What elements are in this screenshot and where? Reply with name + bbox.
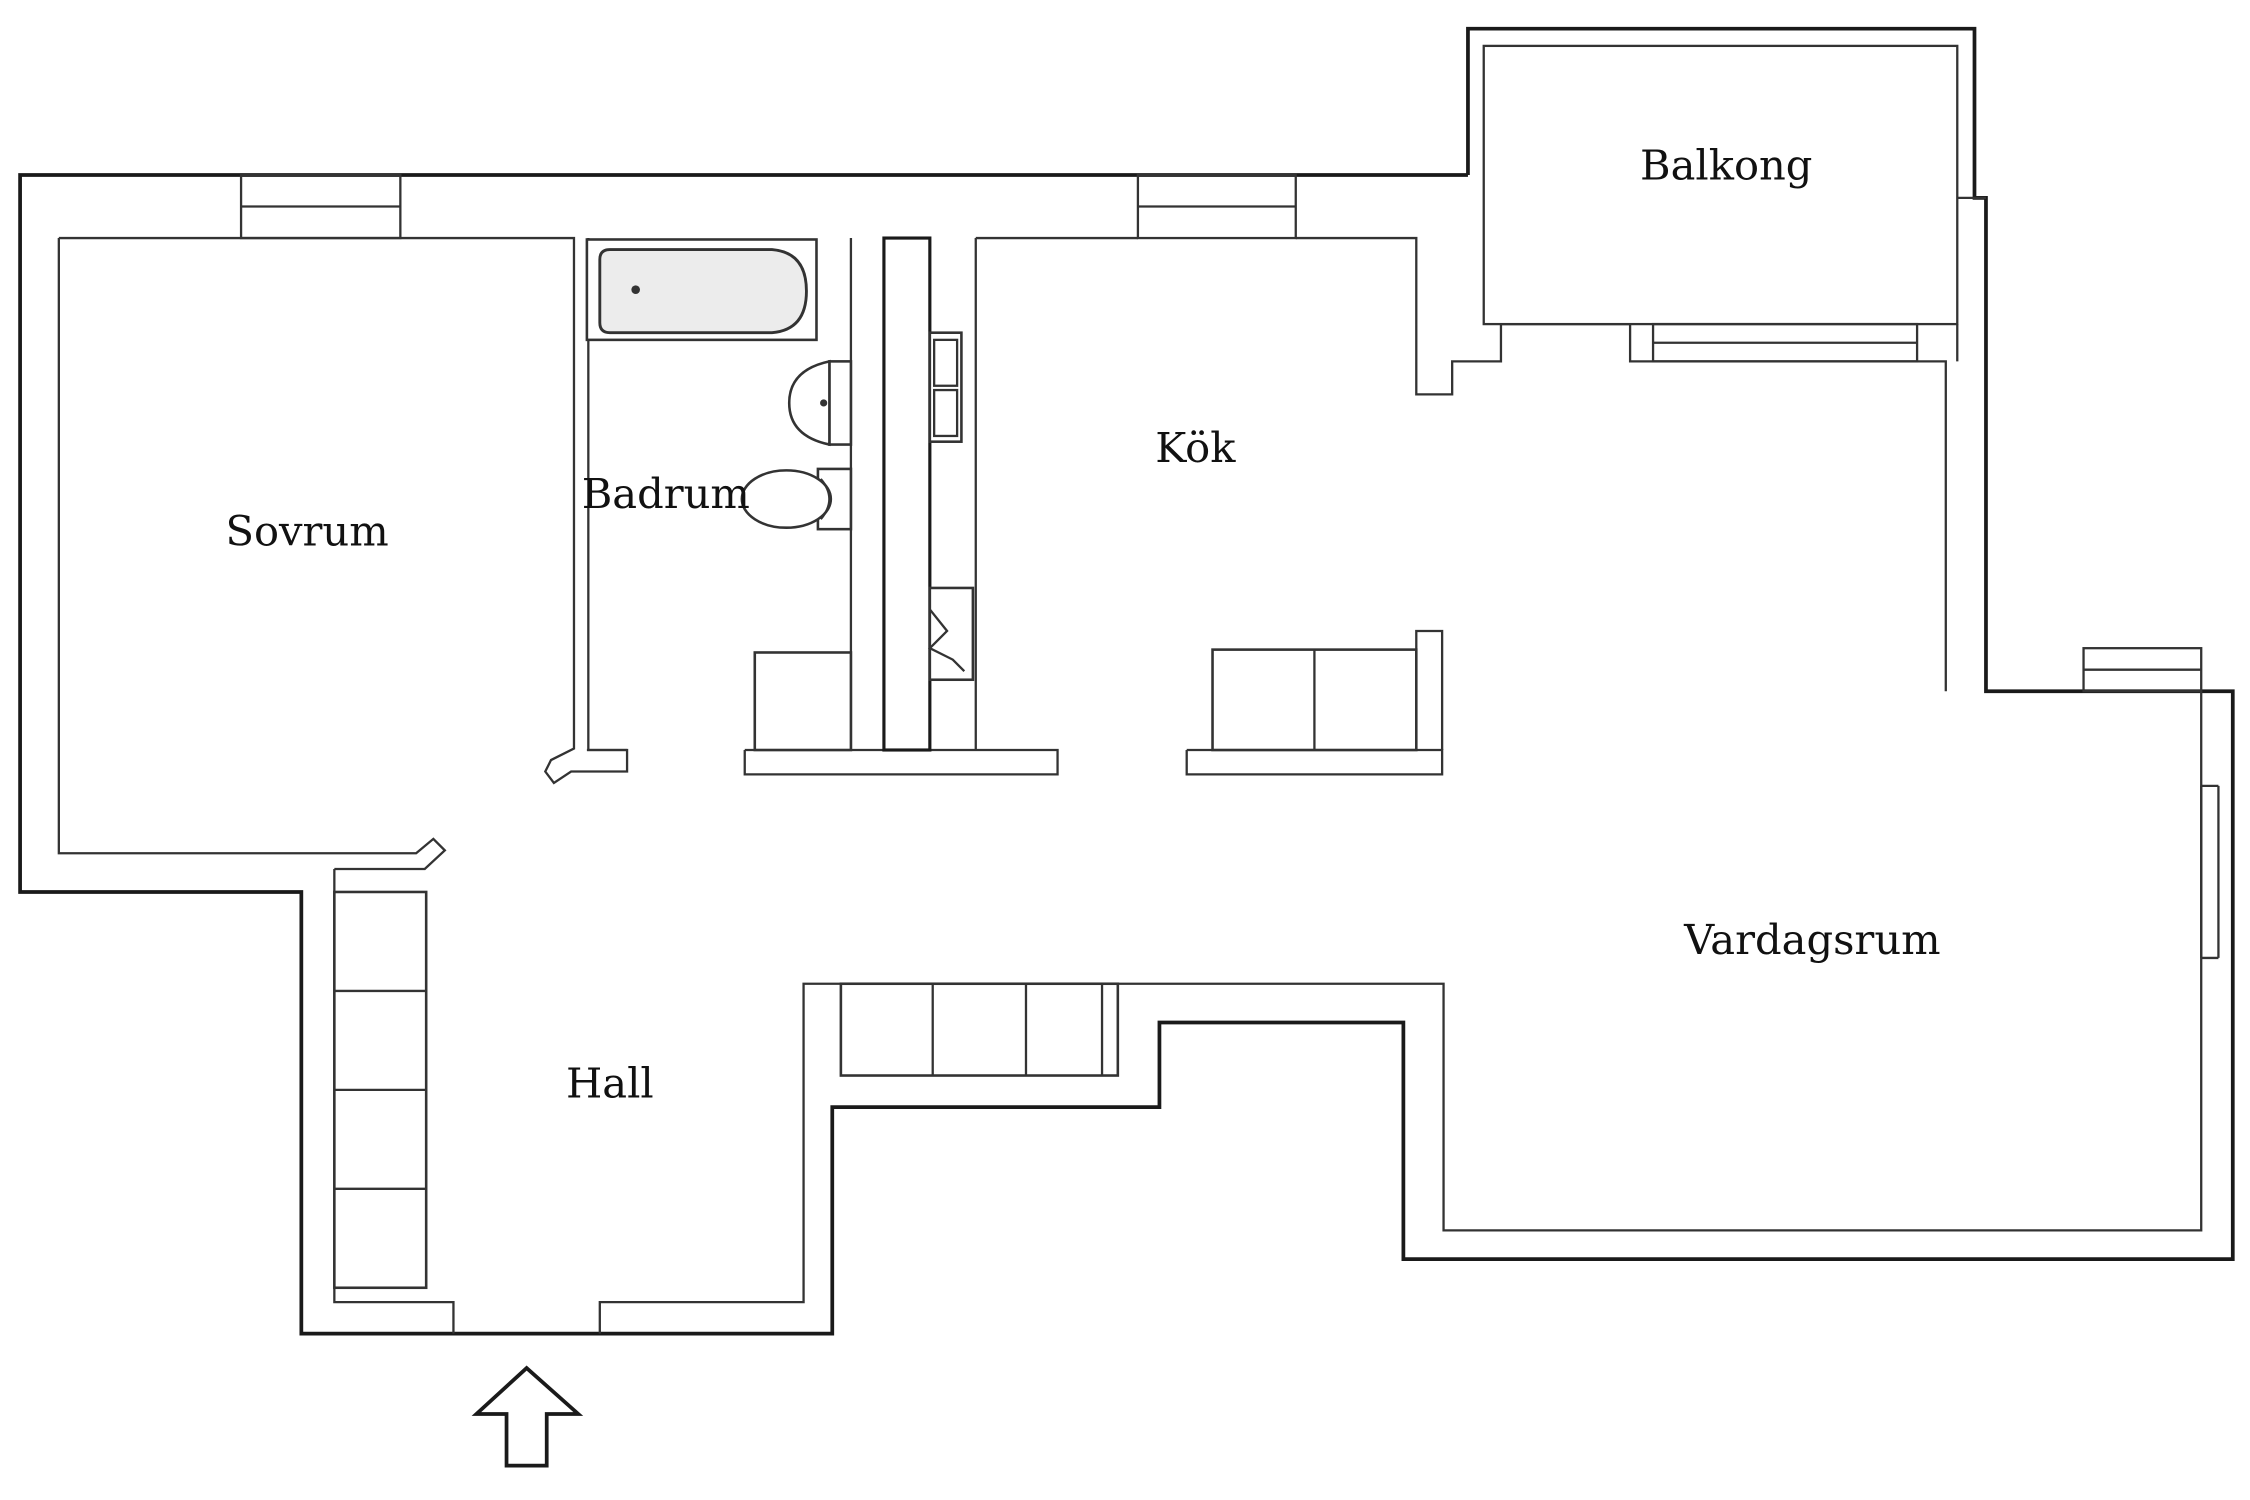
hall-wardrobe xyxy=(333,890,428,1290)
living-shelf xyxy=(839,982,1120,1077)
room-label-hall: Hall xyxy=(566,1059,654,1108)
room-label-badrum: Badrum xyxy=(582,469,750,518)
entrance-arrow-icon xyxy=(471,1365,584,1468)
bathroom-cabinet xyxy=(753,651,853,752)
kitchen-counter xyxy=(882,236,977,752)
room-label-kok: Kök xyxy=(1155,423,1236,472)
bathtub xyxy=(585,238,818,342)
room-label-sovrum: Sovrum xyxy=(225,506,388,555)
inner-wall-lines xyxy=(57,236,2220,1334)
sink xyxy=(787,359,853,447)
room-label-vardagsrum: Vardagsrum xyxy=(1683,915,1940,964)
balcony xyxy=(1482,44,1986,362)
toilet xyxy=(740,467,853,531)
kitchen-sofa-bench xyxy=(1211,648,1418,752)
room-label-balkong: Balkong xyxy=(1640,141,1812,190)
